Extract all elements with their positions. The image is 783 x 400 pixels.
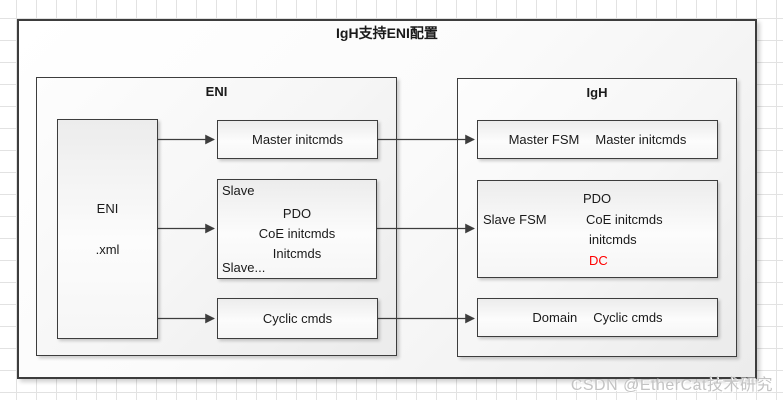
- igh-slave-line-initcmds: initcmds: [589, 232, 637, 247]
- igh-master-box: Master FSM Master initcmds: [477, 120, 718, 159]
- eni-slave-line-coe: CoE initcmds: [258, 226, 336, 241]
- eni-panel-header: ENI: [205, 84, 228, 99]
- igh-master-initcmds-label: Master initcmds: [595, 132, 687, 147]
- eni-cyclic-cmds-label: Cyclic cmds: [262, 311, 333, 326]
- igh-cyclic-cmds-label: Cyclic cmds: [593, 310, 663, 325]
- eni-slave-box: Slave PDO CoE initcmds Initcmds Slave...: [217, 179, 377, 279]
- igh-slave-fsm-label: Slave FSM: [483, 212, 547, 227]
- diagram-title: IgH支持ENI配置: [336, 25, 438, 41]
- igh-slave-line-dc: DC: [589, 252, 608, 268]
- eni-slave-corner-top: Slave: [222, 183, 255, 198]
- igh-slave-fsm-box: Slave FSM PDO CoE initcmds initcmds DC: [477, 180, 718, 278]
- igh-master-fsm-label: Master FSM: [508, 132, 580, 147]
- igh-slave-lines: PDO CoE initcmds initcmds DC: [583, 189, 663, 271]
- eni-master-initcmds-box: Master initcmds: [217, 120, 378, 159]
- eni-xml-line1: ENI: [96, 201, 119, 216]
- igh-slave-line-pdo: PDO: [583, 191, 612, 206]
- eni-slave-corner-bottom: Slave...: [222, 260, 266, 275]
- igh-slave-line-coe: CoE initcmds: [586, 211, 663, 227]
- csdn-watermark: CSDN @EtherCat技术研究: [570, 377, 773, 394]
- eni-xml-box: ENI .xml: [57, 119, 158, 339]
- eni-master-initcmds-label: Master initcmds: [251, 132, 344, 147]
- eni-cyclic-cmds-box: Cyclic cmds: [217, 298, 378, 339]
- eni-slave-line-initcmds: Initcmds: [272, 246, 322, 261]
- igh-domain-label: Domain: [532, 310, 578, 325]
- eni-slave-lines: PDO CoE initcmds Initcmds: [218, 204, 376, 264]
- igh-panel-header: IgH: [586, 85, 608, 100]
- eni-slave-line-pdo: PDO: [282, 206, 312, 221]
- eni-xml-line2: .xml: [95, 242, 120, 257]
- igh-domain-box: Domain Cyclic cmds: [477, 298, 718, 337]
